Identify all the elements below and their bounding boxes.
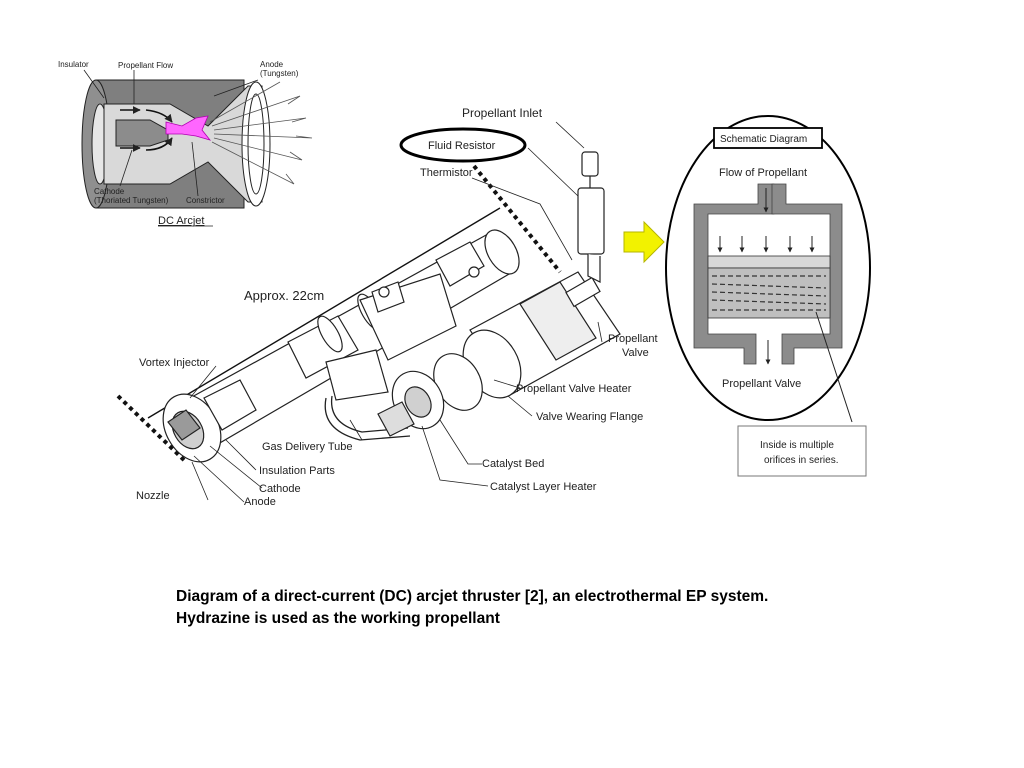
length-dimension: [116, 164, 562, 464]
label-fluid-resistor: Fluid Resistor: [428, 140, 496, 152]
arc-plasma: [165, 115, 212, 141]
thruster-leaders: [189, 121, 603, 503]
label-propellant-inlet: Propellant Inlet: [462, 106, 543, 120]
schematic-flow-arrows: [717, 188, 853, 423]
schematic-title-box: [713, 127, 823, 149]
label-propellant-valve-line1: Propellant: [608, 333, 658, 345]
label-anode-material: (Tungsten): [260, 69, 299, 78]
label-nozzle: Nozzle: [136, 490, 170, 502]
label-cathode: Cathode: [94, 187, 125, 196]
caption-line-2: Hydrazine is used as the working propell…: [176, 610, 500, 627]
label-anode-part: Anode: [244, 496, 276, 508]
label-cathode-material: (Thoriated Tungsten): [94, 196, 169, 205]
thruster-figure: Propellant Inlet Fluid Resistor Thermist…: [116, 106, 658, 508]
propellant-inlet: [577, 151, 605, 283]
label-flow-of-propellant: Flow of Propellant: [719, 167, 807, 179]
fluid-resistor-oval: [399, 127, 527, 163]
note-box: [737, 425, 867, 477]
label-vortex-injector: Vortex Injector: [139, 357, 210, 369]
pointer-arrow: [623, 220, 665, 264]
label-approx-length: Approx. 22cm: [244, 288, 324, 303]
gas-tube: [324, 395, 411, 441]
label-thermistor: Thermistor: [420, 167, 473, 179]
dc-arcjet-title: DC Arcjet: [158, 215, 204, 227]
schematic-title: Schematic Diagram: [720, 134, 807, 145]
note-line1: Inside is multiple: [760, 440, 834, 451]
label-gas-delivery-tube: Gas Delivery Tube: [262, 441, 352, 453]
figure-caption: Diagram of a direct-current (DC) arcjet …: [176, 586, 936, 630]
note-line2: orifices in series.: [764, 455, 838, 466]
label-propellant-valve-heater: Propellant Valve Heater: [516, 383, 632, 395]
label-propellant-valve-line2: Valve: [622, 347, 649, 359]
label-catalyst-bed: Catalyst Bed: [482, 458, 544, 470]
valve-assembly: [377, 271, 621, 437]
support-bracket: [325, 266, 510, 401]
label-constrictor: Constrictor: [186, 196, 225, 205]
label-catalyst-layer-heater: Catalyst Layer Heater: [490, 481, 597, 493]
label-insulator: Insulator: [58, 60, 89, 69]
label-propellant-flow: Propellant Flow: [118, 61, 173, 70]
dc-arcjet-figure: Insulator Propellant Flow Anode (Tungste…: [58, 60, 313, 227]
label-valve-wearing-flange: Valve Wearing Flange: [536, 411, 643, 423]
label-anode: Anode: [260, 60, 284, 69]
label-insulation-parts: Insulation Parts: [259, 465, 335, 477]
label-propellant-valve-schematic: Propellant Valve: [722, 378, 801, 390]
schematic-internals: [707, 255, 831, 319]
schematic-figure: Schematic Diagram Flow of Propellant: [665, 115, 871, 477]
label-cathode-part: Cathode: [259, 483, 301, 495]
arcjet-leaders: [83, 69, 259, 197]
caption-line-1: Diagram of a direct-current (DC) arcjet …: [176, 588, 769, 605]
flow-arrows: [120, 106, 173, 152]
exhaust-plume: [209, 81, 313, 185]
nozzle-assembly: [162, 379, 257, 463]
